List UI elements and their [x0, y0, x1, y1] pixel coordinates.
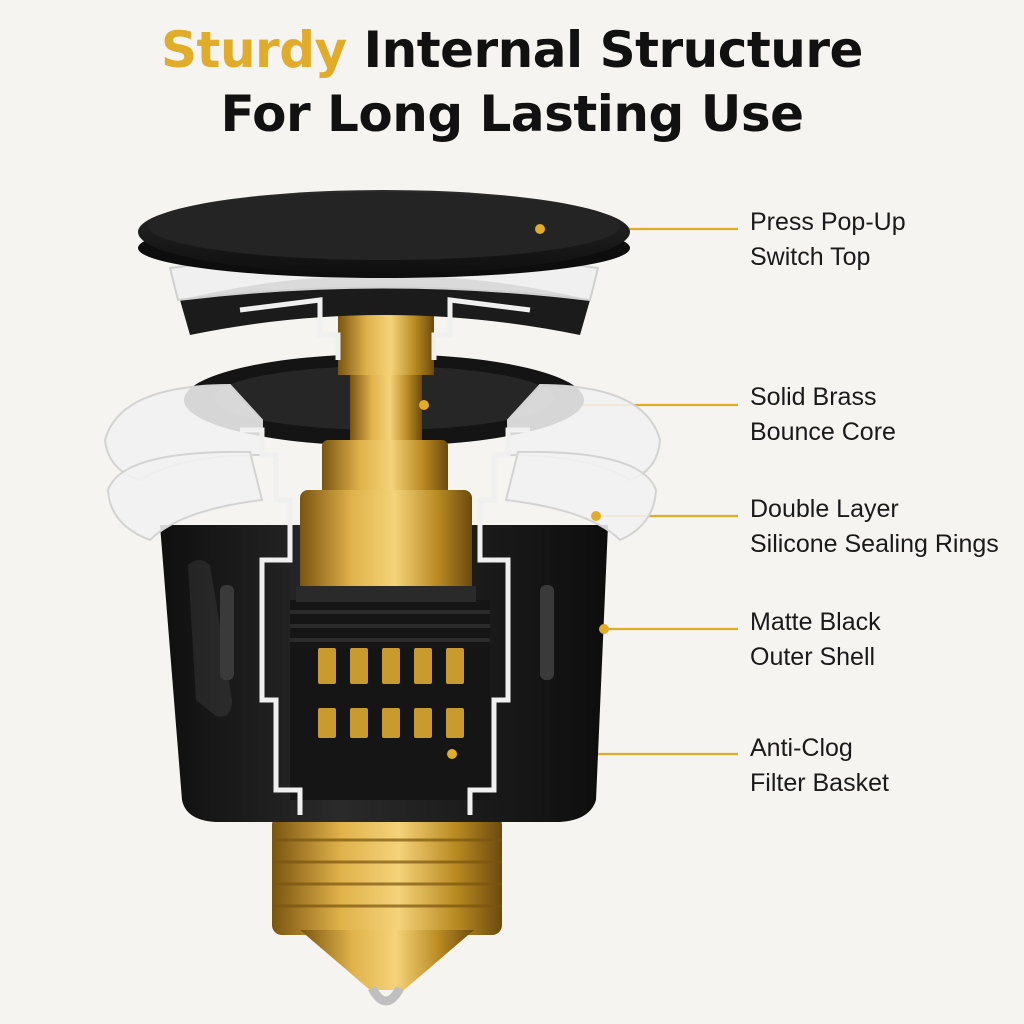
callout-line: Switch Top — [750, 243, 871, 271]
callout-line: Filter Basket — [750, 769, 889, 797]
cutaway-profile — [240, 427, 530, 815]
callout-brass-core: Solid Brass Bounce Core — [750, 380, 1020, 450]
threaded-brass-tail — [272, 815, 502, 1006]
callout-line: Silicone Sealing Rings — [750, 530, 999, 558]
brass-bounce-core — [296, 305, 476, 602]
callout-outer-shell: Matte Black Outer Shell — [750, 605, 1020, 675]
headline: Sturdy Internal Structure For Long Lasti… — [0, 18, 1024, 146]
press-pop-up-cap — [138, 190, 630, 278]
callout-filter-basket: Anti-Clog Filter Basket — [750, 731, 1020, 801]
leader-dots — [419, 224, 609, 759]
callout-switch-top: Press Pop-Up Switch Top — [750, 205, 1020, 275]
headline-line-1: Sturdy Internal Structure — [0, 18, 1024, 82]
headline-line-2: For Long Lasting Use — [220, 85, 804, 143]
callout-line: Press Pop-Up — [750, 208, 906, 236]
callout-line: Anti-Clog — [750, 734, 853, 762]
callout-line: Solid Brass — [750, 383, 877, 411]
headline-line-1-rest: Internal Structure — [363, 21, 864, 79]
callout-line: Outer Shell — [750, 643, 876, 671]
callout-line: Double Layer — [750, 495, 899, 523]
silicone-rings — [103, 383, 662, 542]
headline-accent-word: Sturdy — [161, 21, 347, 79]
filter-basket — [290, 600, 490, 800]
callout-line: Bounce Core — [750, 418, 896, 446]
callout-line: Matte Black — [750, 608, 881, 636]
callout-silicone-rings: Double Layer Silicone Sealing Rings — [750, 492, 1020, 562]
